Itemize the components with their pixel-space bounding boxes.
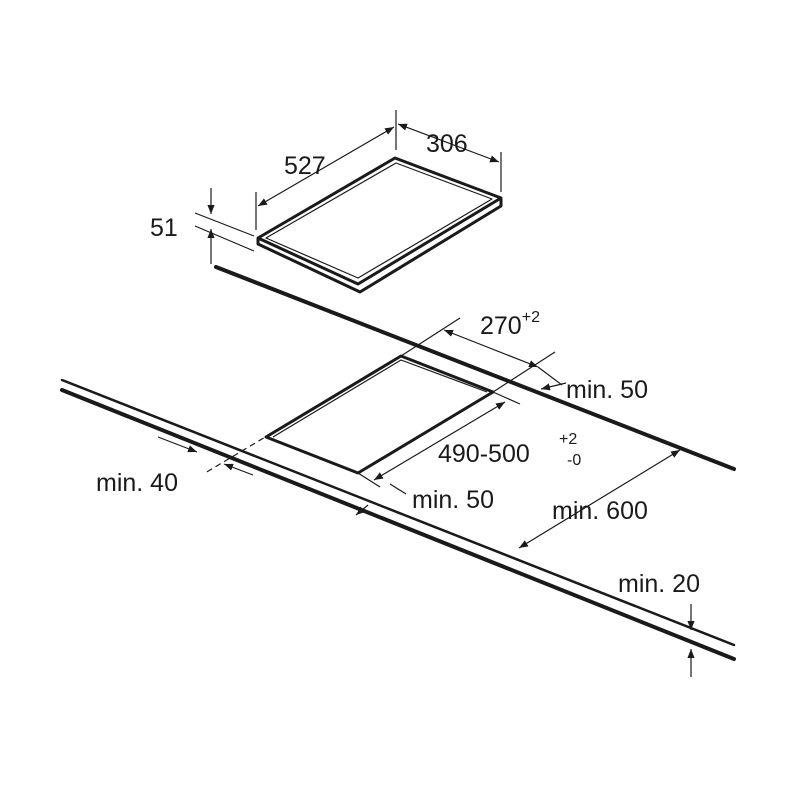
label-490-500: 490-500 [438, 440, 530, 468]
cutout-inner-edge [272, 359, 488, 438]
worktop [60, 265, 736, 661]
cutout-side-projection [204, 355, 402, 474]
dim-line-490 [373, 401, 506, 481]
worktop-front-bottom-edge [60, 388, 736, 661]
ext-line-490-b [357, 472, 381, 488]
label-527: 527 [284, 152, 326, 180]
label-min40: min. 40 [96, 469, 178, 497]
clearance-dimensions [157, 317, 695, 677]
ext-line-270-a [400, 317, 461, 357]
dim-arrow-min50-front [355, 504, 369, 516]
label-270-tolerance: +2 [522, 309, 540, 326]
label-51: 51 [150, 214, 178, 242]
dim-arrow-min40-b [223, 463, 254, 476]
ext-line-490-a [492, 391, 521, 405]
label-490-500-tol-minus: -0 [567, 452, 581, 469]
dim-arrow-min40-a [157, 436, 198, 453]
ext-line-51-bottom [194, 225, 255, 252]
label-490-500-tol-plus: +2 [559, 431, 577, 448]
worktop-rear-edge [214, 265, 736, 471]
hob-front-side [256, 198, 503, 294]
dim-line-min50-rear [537, 366, 563, 386]
dim-line-306 [397, 123, 500, 163]
dim-line-270 [443, 329, 539, 368]
ext-line-270-b [492, 351, 556, 393]
label-min50-rear: min. 50 [566, 376, 648, 404]
hob-dimensions [194, 110, 502, 264]
label-270: 270+2 [480, 309, 540, 340]
dim-line-527 [257, 126, 395, 207]
label-306: 306 [426, 130, 468, 158]
label-min600: min. 600 [552, 497, 648, 525]
worktop-front-top-edge [60, 378, 736, 647]
labels: 527 306 51 270+2 min. 50 490-500 +2 -0 m… [96, 130, 700, 598]
label-270-value: 270 [480, 312, 522, 340]
ext-line-51-top [194, 212, 255, 237]
label-min50-front: min. 50 [412, 486, 494, 514]
dim-arrow-min50-front-a [389, 483, 407, 495]
dim-line-min600 [518, 449, 681, 549]
label-min20: min. 20 [618, 570, 700, 598]
dim-arrow-min50-rear [540, 382, 567, 391]
